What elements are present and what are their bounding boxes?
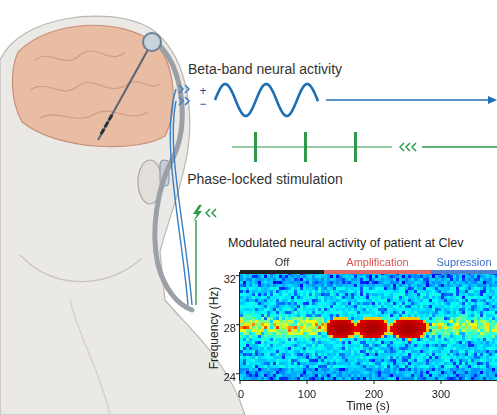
axis-tick: 0: [238, 388, 244, 401]
panel-label: Beta-band neural activity: [188, 61, 342, 77]
brain-gyri: [30, 51, 160, 118]
axis-tick: 300: [432, 388, 450, 401]
condition-band: Amplification: [324, 252, 431, 274]
input-arrow: [422, 146, 497, 147]
chevrons: [400, 143, 416, 151]
label-slot: Modulated neural activity of patient at …: [228, 233, 464, 251]
label-slot: 0: [238, 384, 244, 402]
output-arrow: [326, 99, 490, 100]
label-slot: 300: [432, 384, 450, 402]
electrode-lead: [98, 46, 150, 140]
band-label: Amplification: [346, 256, 408, 269]
label-slot: 28: [224, 318, 236, 336]
jaw-line: [20, 255, 142, 282]
stim-pulse: [254, 132, 257, 162]
polarity-sign: −: [199, 98, 206, 112]
condition-band: Off: [240, 252, 324, 274]
label-slot: −: [199, 94, 206, 112]
lightning-bolt: [193, 205, 202, 222]
cable: [155, 46, 192, 310]
plot-axes: [240, 272, 497, 381]
label-slot: Beta-band neural activity: [188, 60, 342, 78]
axis-tick: 200: [365, 388, 383, 401]
label-slot: Phase-locked stimulation: [187, 170, 343, 188]
spectrogram: [240, 272, 497, 380]
chevrons: [179, 85, 189, 105]
stim-pulse: [354, 132, 357, 162]
chart-title: Modulated neural activity of patient at …: [228, 236, 464, 250]
burr-hole-cap: [143, 33, 161, 51]
polarity-sign: +: [199, 85, 206, 99]
label-slot: +: [199, 81, 206, 99]
label-slot: 32: [224, 269, 236, 287]
stim-pulse: [304, 132, 307, 162]
band-label: Off: [275, 256, 289, 269]
condition-band: Supression: [431, 252, 497, 274]
axis-title: Frequency (Hz): [208, 287, 222, 370]
axis-tick: 28: [224, 322, 236, 335]
label-slot: Time (s): [346, 396, 390, 414]
band-label: Supression: [436, 256, 491, 269]
neck-line: [70, 300, 110, 415]
axis-tick: 32: [224, 273, 236, 286]
label-slot: 24: [224, 367, 236, 385]
sense-lead: [173, 101, 192, 305]
stim-lead: [195, 220, 196, 305]
chevrons: [206, 209, 216, 217]
axis-tick: 24: [224, 371, 236, 384]
label-slot: Frequency (Hz): [204, 287, 222, 370]
electrode-contacts: [101, 115, 112, 134]
arrow-head: [488, 96, 497, 104]
panel-label: Phase-locked stimulation: [187, 171, 343, 187]
axis-title: Time (s): [346, 400, 390, 414]
label-slot: 100: [298, 384, 316, 402]
beta-wave: [215, 84, 318, 116]
axis-tick: 100: [298, 388, 316, 401]
brain: [12, 25, 173, 146]
